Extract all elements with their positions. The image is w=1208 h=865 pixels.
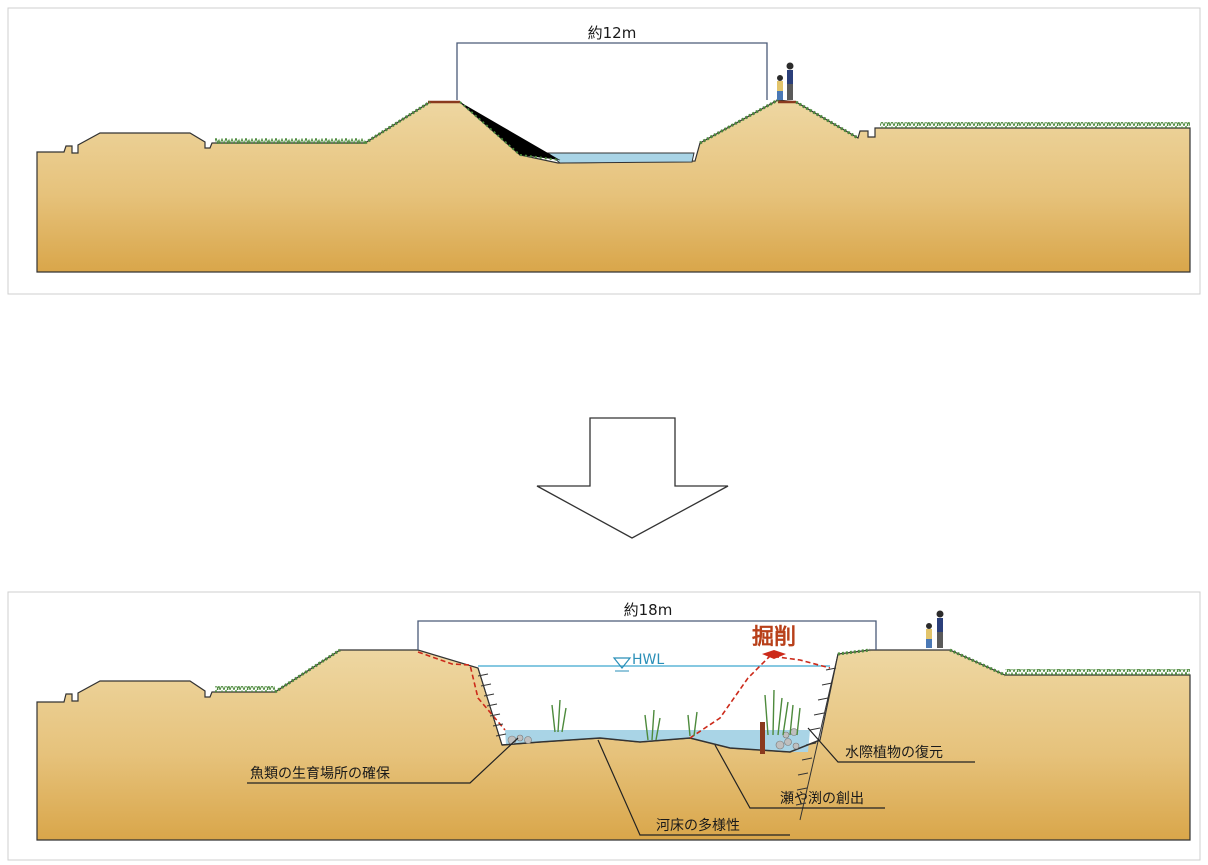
callout-leader-riverbed (597, 739, 790, 836)
wooden-stake (760, 722, 765, 754)
before-width-label: 約12m (588, 24, 637, 42)
after-ground (36, 649, 1191, 841)
riverbed-line (501, 737, 821, 753)
people-figure (777, 62, 794, 100)
excavation-marker-icon (762, 650, 786, 659)
people-figure (926, 610, 944, 648)
before-grass (699, 98, 779, 145)
before-grass (795, 100, 859, 140)
before-water (546, 152, 695, 164)
after-grass (837, 648, 871, 656)
right-revetment (795, 653, 839, 821)
callout-riverbed-diversity: 河床の多様性 (656, 817, 740, 834)
before-frame (7, 7, 1201, 295)
callout-riffle-pool: 瀬や渕の創出 (780, 791, 864, 807)
after-width-label: 約18m (624, 601, 673, 619)
before-grass (880, 122, 1190, 128)
callout-leader-riffle (714, 744, 885, 809)
after-grass (215, 686, 275, 692)
down-arrow-icon (536, 417, 729, 539)
after-panel: HWL 掘削 (7, 591, 1201, 861)
hwl-label: HWL (632, 652, 664, 668)
after-width-bracket (417, 620, 877, 650)
before-grass (364, 100, 431, 145)
before-grass (215, 138, 365, 144)
callout-leader-fish (247, 737, 519, 784)
callout-leader-plants (807, 727, 975, 763)
before-width-bracket (456, 42, 768, 100)
excavation-old-profile (417, 651, 831, 739)
before-panel: 約12m (7, 7, 1201, 295)
after-water (505, 730, 810, 752)
after-grass (274, 648, 341, 694)
excavation-label: 掘削 (752, 625, 796, 650)
before-grass (459, 101, 561, 161)
left-revetment (477, 667, 507, 746)
water-plants (551, 689, 801, 741)
hwl-marker-icon (612, 657, 632, 669)
after-frame (7, 591, 1201, 861)
callout-fish-habitat: 魚類の生育場所の確保 (250, 766, 390, 782)
after-grass (1005, 669, 1190, 675)
callout-waterside-plants: 水際植物の復元 (845, 744, 943, 761)
